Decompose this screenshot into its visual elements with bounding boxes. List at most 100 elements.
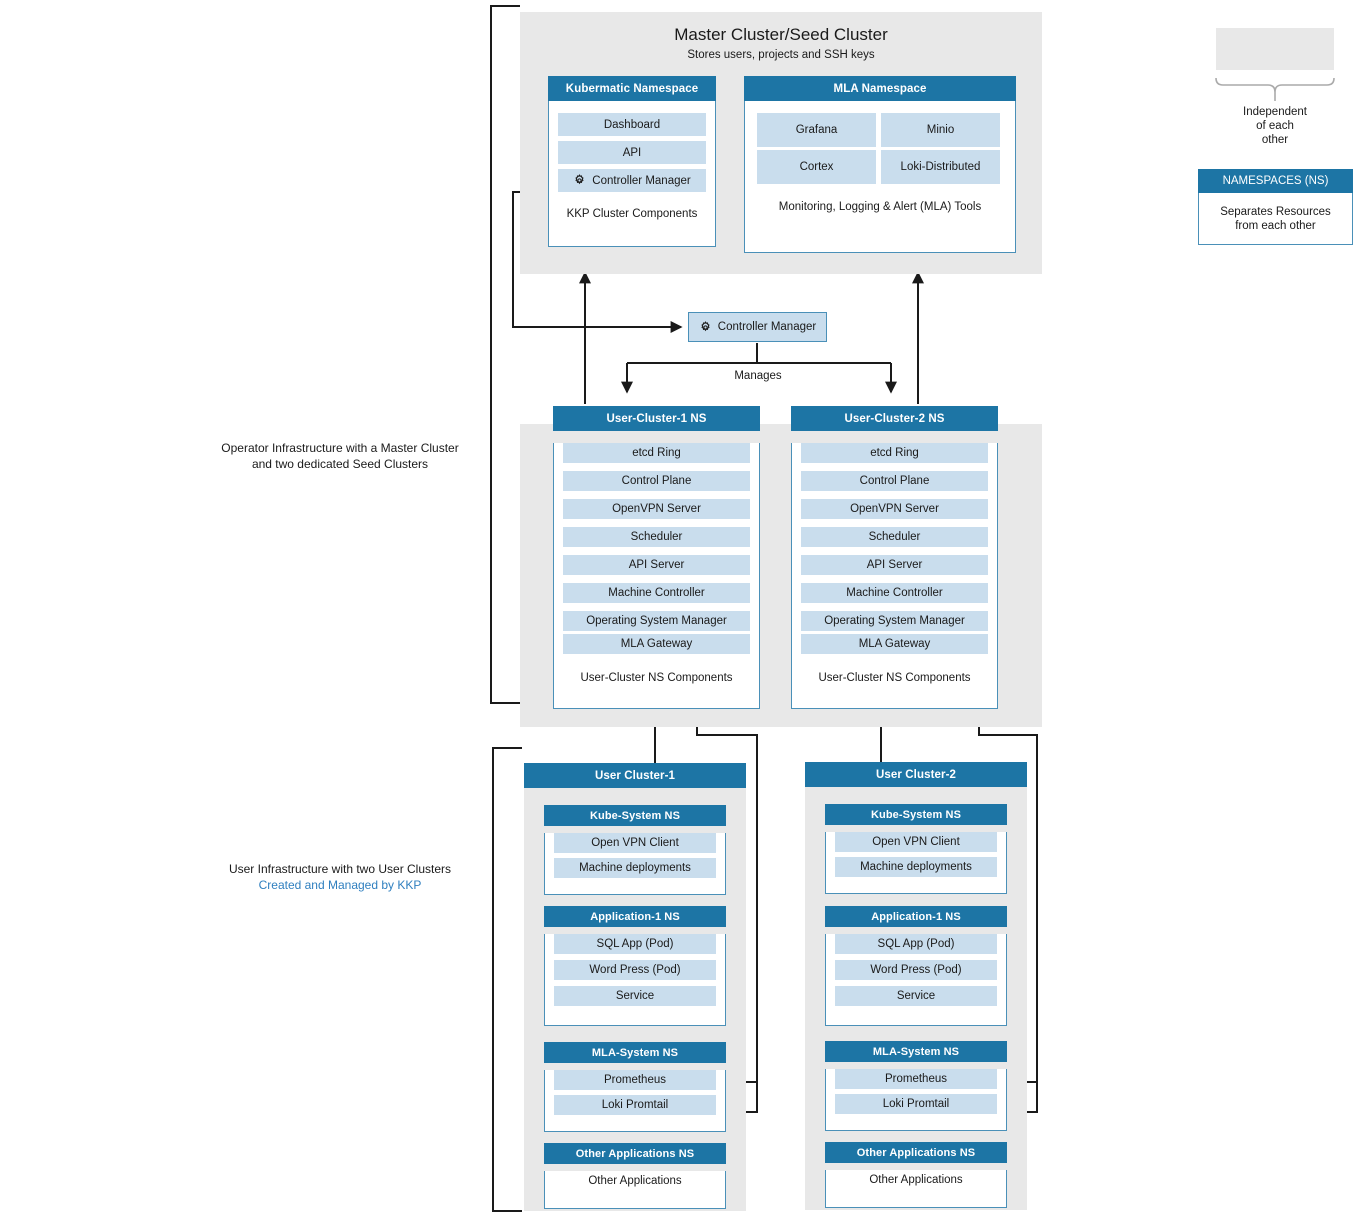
legend-namespaces-body-line1: Separates Resources — [1220, 205, 1331, 218]
kubermatic-namespace-caption: KKP Cluster Components — [566, 208, 698, 220]
uc2-kube-item-open-vpn-client[interactable]: Open VPN Client — [835, 832, 997, 852]
controller-manager-label: Controller Manager — [717, 321, 817, 333]
uc2-application-1-ns-box: SQL App (Pod) Word Press (Pod) Service — [825, 934, 1007, 1026]
mla-item-loki-distributed[interactable]: Loki-Distributed — [881, 150, 1000, 184]
user-cluster-2-ns-caption: User-Cluster NS Components — [818, 672, 971, 684]
uc1-kube-system-ns-group: Kube-System NS Open VPN Client Machine d… — [544, 805, 726, 895]
uc2ns-item-etcd-ring[interactable]: etcd Ring — [801, 443, 988, 463]
uc1ns-item-api-server[interactable]: API Server — [563, 555, 750, 575]
kubermatic-item-dashboard[interactable]: Dashboard — [558, 113, 706, 136]
user-cluster-1-ns-caption: User-Cluster NS Components — [580, 672, 733, 684]
uc1ns-item-etcd-ring[interactable]: etcd Ring — [563, 443, 750, 463]
uc1-kube-item-open-vpn-client[interactable]: Open VPN Client — [554, 833, 716, 853]
uc2-app-item-sql-app[interactable]: SQL App (Pod) — [835, 934, 997, 954]
side-label-operator-line1: Operator Infrastructure with a Master Cl… — [221, 441, 459, 455]
uc1-mla-item-loki-promtail[interactable]: Loki Promtail — [554, 1095, 716, 1115]
bracket-user — [492, 747, 522, 1212]
user-cluster-1-ns-header: User-Cluster-1 NS — [553, 406, 760, 431]
uc2ns-item-operating-system-manager[interactable]: Operating System Manager — [801, 611, 988, 631]
uc2-other-item-other-applications[interactable]: Other Applications — [835, 1170, 997, 1190]
uc1-other-applications-ns-box: Other Applications — [544, 1171, 726, 1209]
uc1-kube-system-ns-box: Open VPN Client Machine deployments — [544, 833, 726, 895]
legend-brace-caption-line2: of each — [1256, 120, 1294, 132]
legend-brace — [1215, 77, 1335, 101]
kubermatic-namespace-header: Kubermatic Namespace — [548, 76, 716, 101]
kubermatic-item-api[interactable]: API — [558, 141, 706, 164]
uc2-other-applications-ns-group: Other Applications NS Other Applications — [825, 1142, 1007, 1208]
legend-brace-caption: Independent of each other — [1200, 105, 1350, 147]
uc1-app-item-word-press[interactable]: Word Press (Pod) — [554, 960, 716, 980]
uc2-mla-item-prometheus[interactable]: Prometheus — [835, 1069, 997, 1089]
bracket-operator — [490, 5, 520, 704]
user-cluster-1-ns-group: User-Cluster-1 NS etcd Ring Control Plan… — [553, 406, 760, 709]
user-cluster-2-ns-box: etcd Ring Control Plane OpenVPN Server S… — [791, 443, 998, 709]
uc2-app-item-service[interactable]: Service — [835, 986, 997, 1006]
mla-namespace-header: MLA Namespace — [744, 76, 1016, 101]
uc2-other-applications-ns-header: Other Applications NS — [825, 1142, 1007, 1163]
uc2-application-1-ns-group: Application-1 NS SQL App (Pod) Word Pres… — [825, 906, 1007, 1026]
legend-namespaces-header: NAMESPACES (NS) — [1198, 169, 1353, 193]
uc2-kube-system-ns-header: Kube-System NS — [825, 804, 1007, 825]
legend-namespaces-body: Separates Resources from each other — [1198, 193, 1353, 245]
side-label-user-line1: User Infrastructure with two User Cluste… — [228, 862, 452, 876]
user-cluster-1-ns-box: etcd Ring Control Plane OpenVPN Server S… — [553, 443, 760, 709]
uc1-other-item-other-applications[interactable]: Other Applications — [554, 1171, 716, 1191]
uc1-kube-system-ns-header: Kube-System NS — [544, 805, 726, 826]
uc2ns-item-control-plane[interactable]: Control Plane — [801, 471, 988, 491]
uc2-mla-system-ns-box: Prometheus Loki Promtail — [825, 1069, 1007, 1131]
uc2-app-item-word-press[interactable]: Word Press (Pod) — [835, 960, 997, 980]
uc1ns-item-machine-controller[interactable]: Machine Controller — [563, 583, 750, 603]
user-cluster-1-header: User Cluster-1 — [524, 763, 746, 788]
master-cluster-title: Master Cluster/Seed Cluster — [674, 25, 888, 44]
kubermatic-namespace-box: Kubermatic Namespace Dashboard API Contr… — [548, 76, 716, 247]
user-cluster-2-header: User Cluster-2 — [805, 762, 1027, 787]
uc2ns-item-openvpn-server[interactable]: OpenVPN Server — [801, 499, 988, 519]
uc2ns-item-machine-controller[interactable]: Machine Controller — [801, 583, 988, 603]
gear-icon — [573, 174, 586, 187]
uc1-mla-system-ns-box: Prometheus Loki Promtail — [544, 1070, 726, 1132]
uc2-kube-system-ns-group: Kube-System NS Open VPN Client Machine d… — [825, 804, 1007, 894]
kubermatic-item-controller-manager[interactable]: Controller Manager — [558, 169, 706, 192]
uc1-app-item-sql-app[interactable]: SQL App (Pod) — [554, 934, 716, 954]
uc2-kube-item-machine-deployments[interactable]: Machine deployments — [835, 857, 997, 877]
uc2-mla-item-loki-promtail[interactable]: Loki Promtail — [835, 1094, 997, 1114]
uc1-mla-system-ns-group: MLA-System NS Prometheus Loki Promtail — [544, 1042, 726, 1132]
gear-icon — [699, 320, 712, 334]
uc2ns-item-api-server[interactable]: API Server — [801, 555, 988, 575]
uc2-mla-system-ns-header: MLA-System NS — [825, 1041, 1007, 1062]
mla-item-grafana[interactable]: Grafana — [757, 113, 876, 147]
user-cluster-2-ns-header: User-Cluster-2 NS — [791, 406, 998, 431]
uc1-app-item-service[interactable]: Service — [554, 986, 716, 1006]
uc1ns-item-operating-system-manager[interactable]: Operating System Manager — [563, 611, 750, 631]
legend-namespaces-body-line2: from each other — [1235, 219, 1316, 232]
side-label-user-line2: Created and Managed by KKP — [258, 878, 422, 892]
legend-brace-caption-line3: other — [1261, 134, 1289, 146]
uc2-kube-system-ns-box: Open VPN Client Machine deployments — [825, 832, 1007, 894]
uc1ns-item-scheduler[interactable]: Scheduler — [563, 527, 750, 547]
uc1-mla-item-prometheus[interactable]: Prometheus — [554, 1070, 716, 1090]
uc2ns-item-mla-gateway[interactable]: MLA Gateway — [801, 634, 988, 654]
controller-manager-chip[interactable]: Controller Manager — [688, 312, 827, 342]
legend-swatch-independent — [1216, 28, 1334, 70]
uc1-other-applications-ns-header: Other Applications NS — [544, 1143, 726, 1164]
uc2-application-1-ns-header: Application-1 NS — [825, 906, 1007, 927]
side-label-operator-line2: and two dedicated Seed Clusters — [251, 457, 429, 471]
uc1-mla-system-ns-header: MLA-System NS — [544, 1042, 726, 1063]
mla-item-minio[interactable]: Minio — [881, 113, 1000, 147]
side-label-user: User Infrastructure with two User Cluste… — [195, 861, 485, 893]
uc2ns-item-scheduler[interactable]: Scheduler — [801, 527, 988, 547]
uc1ns-item-control-plane[interactable]: Control Plane — [563, 471, 750, 491]
uc1-kube-item-machine-deployments[interactable]: Machine deployments — [554, 858, 716, 878]
mla-item-cortex[interactable]: Cortex — [757, 150, 876, 184]
kubermatic-item-controller-manager-label: Controller Manager — [592, 174, 691, 187]
uc1-application-1-ns-header: Application-1 NS — [544, 906, 726, 927]
legend-brace-caption-line1: Independent — [1243, 106, 1307, 118]
uc1ns-item-openvpn-server[interactable]: OpenVPN Server — [563, 499, 750, 519]
uc2-mla-system-ns-group: MLA-System NS Prometheus Loki Promtail — [825, 1041, 1007, 1131]
uc2-other-applications-ns-box: Other Applications — [825, 1170, 1007, 1208]
side-label-operator: Operator Infrastructure with a Master Cl… — [195, 440, 485, 472]
uc1-other-applications-ns-group: Other Applications NS Other Applications — [544, 1143, 726, 1209]
user-cluster-2-ns-group: User-Cluster-2 NS etcd Ring Control Plan… — [791, 406, 998, 709]
uc1ns-item-mla-gateway[interactable]: MLA Gateway — [563, 634, 750, 654]
mla-namespace-caption: Monitoring, Logging & Alert (MLA) Tools — [778, 201, 982, 213]
